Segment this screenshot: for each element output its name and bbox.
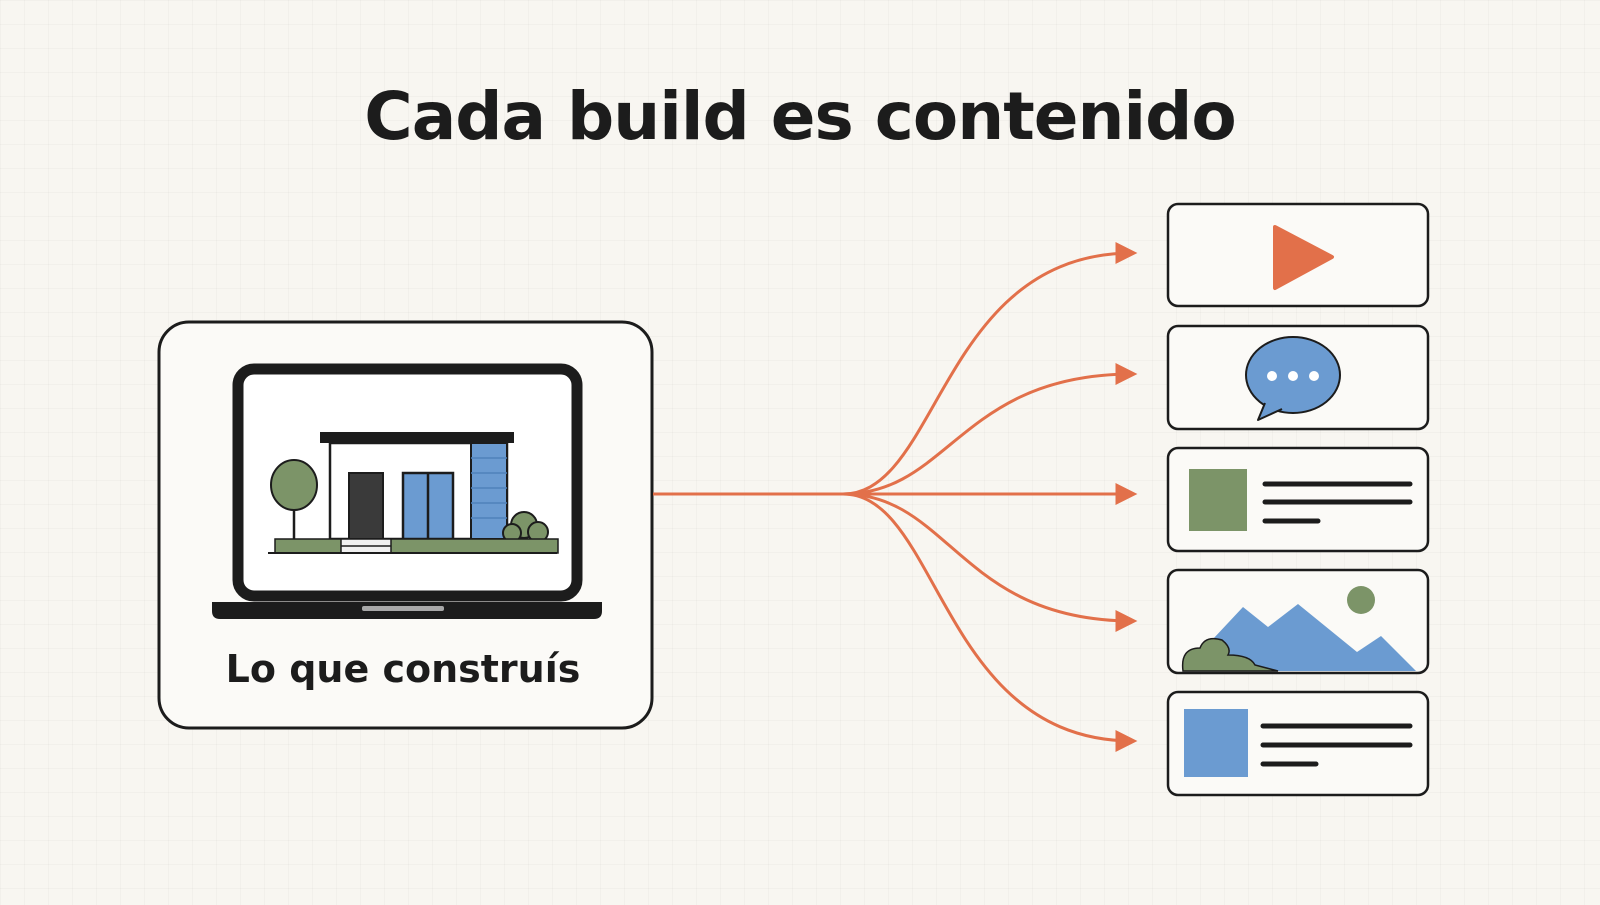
arrow-to-video: [842, 242, 1138, 496]
house-icon: [268, 432, 559, 554]
arrow-to-post: [842, 492, 1138, 752]
chat-bubble-icon: [1245, 336, 1341, 421]
arrow-to-chat: [842, 363, 1138, 496]
laptop-with-house-icon: [212, 363, 602, 619]
source-label: Lo que construís: [226, 647, 581, 691]
article-with-thumbnail-icon: [1189, 469, 1413, 531]
page-title: Cada build es contenido: [364, 78, 1236, 155]
source-card: Lo que construís: [157, 320, 654, 730]
landscape-image-icon: [1181, 586, 1416, 672]
output-card-chat: [1166, 324, 1430, 431]
branch-arrows: [842, 242, 1138, 752]
play-video-icon: [1273, 225, 1334, 290]
output-card-video: [1166, 202, 1430, 308]
output-card-image: [1166, 568, 1430, 675]
output-card-post: [1166, 690, 1430, 797]
output-card-article: [1166, 446, 1430, 553]
arrow-to-image: [842, 492, 1138, 632]
post-with-blue-thumbnail-icon: [1184, 709, 1413, 777]
